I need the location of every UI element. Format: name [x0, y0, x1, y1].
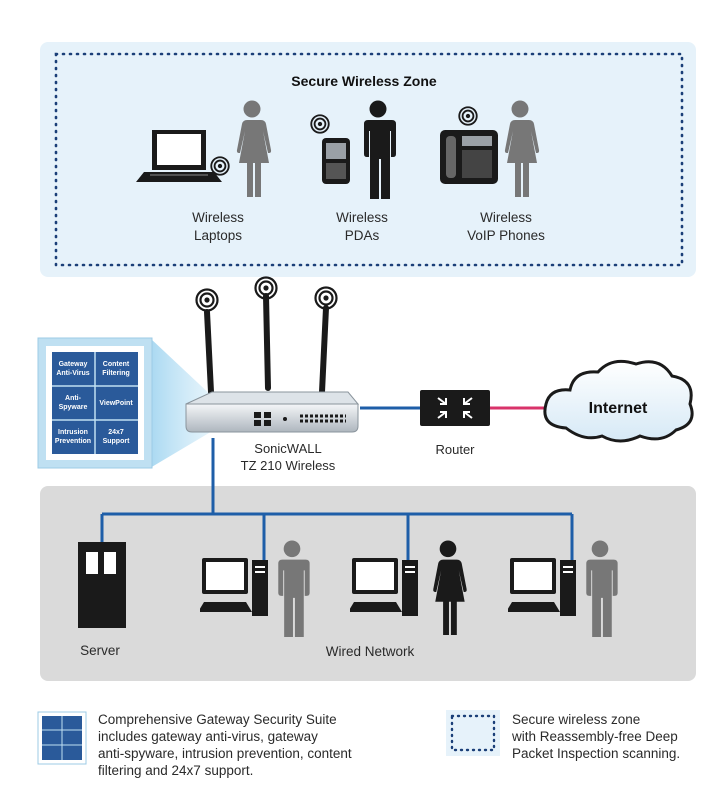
tile-content-filtering-l2: Filtering	[102, 370, 130, 377]
legend-zone-line1: Secure wireless zone	[512, 712, 640, 727]
wireless-zone-border	[54, 52, 684, 267]
pda-icon	[322, 138, 350, 184]
legend-zone-line2: with Reassembly-free Deep	[511, 729, 678, 744]
network-links	[100, 406, 574, 560]
legend-suite-thumbnail	[37, 711, 87, 765]
wifi-icon	[195, 288, 219, 312]
server-icon	[78, 542, 126, 628]
wifi-icon	[314, 286, 338, 310]
sonicwall-appliance	[185, 391, 360, 433]
router-icon	[420, 390, 490, 426]
appliance-label-line1: SonicWALL	[254, 441, 321, 456]
legend-zone-line3: Packet Inspection scanning.	[512, 746, 680, 761]
wifi-icon	[458, 106, 478, 126]
desktop-pc-icon	[350, 558, 418, 616]
router-label: Router	[435, 442, 475, 457]
wifi-icon	[254, 276, 278, 300]
wifi-icon	[310, 114, 330, 134]
tile-24x7-support-l1: 24x7	[108, 429, 124, 436]
laptops-label-line1: Wireless	[192, 210, 244, 225]
tile-viewpoint-l1: ViewPoint	[99, 400, 133, 407]
wireless-zone	[40, 42, 696, 277]
wireless-zone-title: Secure Wireless Zone	[291, 73, 437, 89]
legend-suite-line2: includes gateway anti-virus, gateway	[98, 729, 318, 744]
tile-intrusion-prevention-l2: Prevention	[55, 438, 91, 445]
laptops-label-line2: Laptops	[194, 228, 242, 243]
legend-suite-line4: filtering and 24x7 support.	[98, 763, 253, 778]
legend-suite-line1: Comprehensive Gateway Security Suite	[98, 712, 337, 727]
legend-zone-swatch	[446, 710, 500, 756]
tile-gateway-antivirus-l2: Anti-Virus	[56, 370, 89, 377]
voip-phone-icon	[440, 130, 498, 184]
voip-label-line2: VoIP Phones	[467, 228, 545, 243]
pdas-label-line1: Wireless	[336, 210, 388, 225]
desktop-pc-icon	[508, 558, 576, 616]
appliance-label-line2: TZ 210 Wireless	[241, 458, 336, 473]
tile-gateway-antivirus-l1: Gateway	[59, 361, 88, 368]
internet-label: Internet	[589, 400, 648, 417]
zoom-wedge	[150, 338, 214, 468]
internet-cloud	[543, 359, 694, 443]
tile-content-filtering-l1: Content	[103, 361, 130, 368]
tile-intrusion-prevention-l1: Intrusion	[58, 429, 88, 436]
laptop-icon	[136, 130, 222, 182]
wifi-icon	[210, 156, 230, 176]
voip-label-line1: Wireless	[480, 210, 532, 225]
server-label: Server	[80, 643, 120, 658]
security-suite-panel	[37, 337, 153, 469]
desktop-pc-icon	[200, 558, 268, 616]
wired-network-label: Wired Network	[326, 644, 415, 659]
tile-24x7-support-l2: Support	[103, 438, 130, 445]
antennas	[204, 293, 329, 395]
tile-anti-spyware-l2: Spyware	[59, 404, 88, 411]
pdas-label-line2: PDAs	[345, 228, 380, 243]
security-suite-tiles: Gateway Anti-Virus Content Filtering Ant…	[55, 361, 133, 445]
legend-suite-line3: anti-spyware, intrusion prevention, cont…	[98, 746, 352, 761]
tile-anti-spyware-l1: Anti-	[65, 395, 82, 402]
